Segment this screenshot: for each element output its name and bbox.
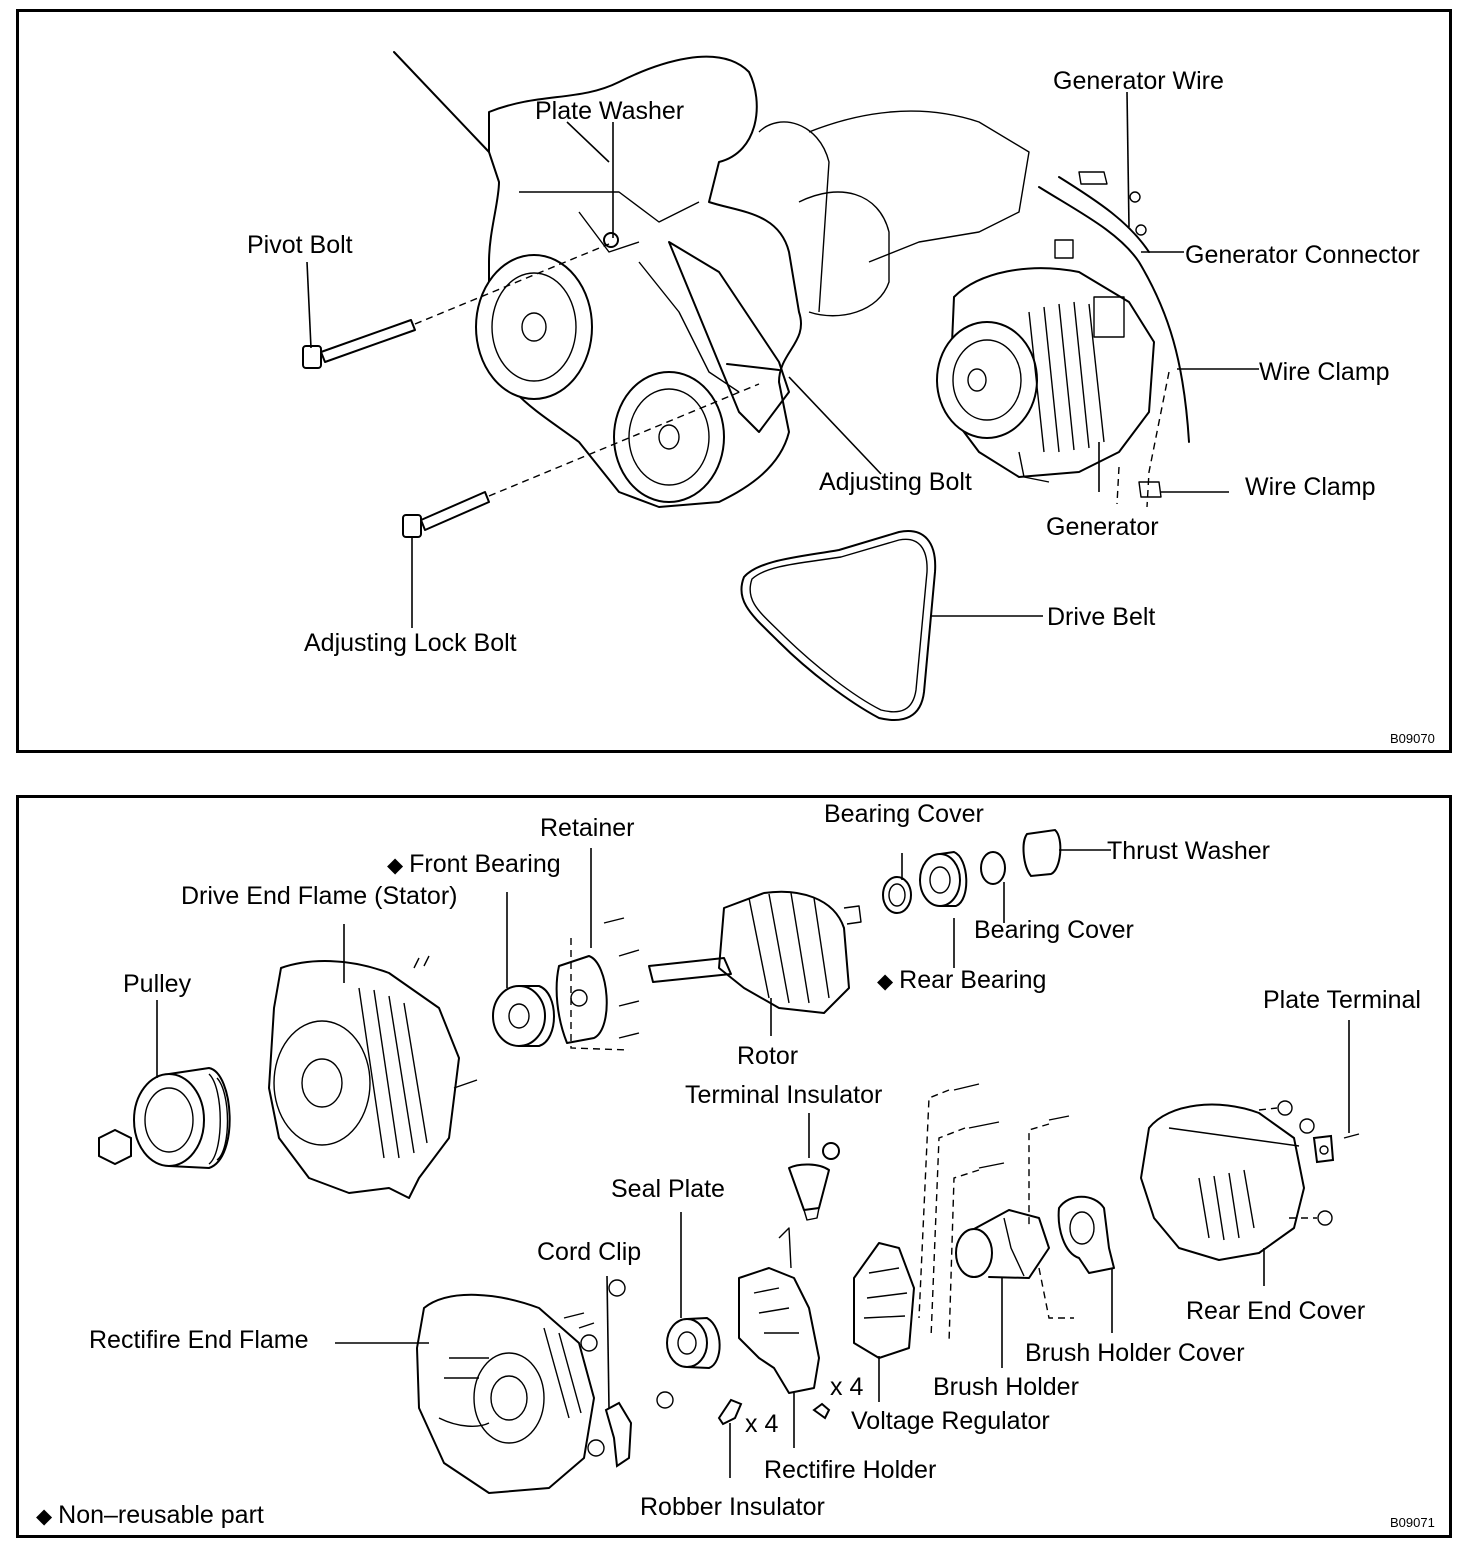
rotor-part [648, 890, 862, 1014]
label-x4-right: x 4 [830, 1373, 864, 1401]
label-terminal-insulator: Terminal Insulator [685, 1081, 883, 1109]
retainer-part [555, 917, 640, 1051]
front-bearing-part [492, 985, 555, 1047]
wire-clamp-lower-part [1138, 481, 1162, 498]
label-rear-bearing: ◆Rear Bearing [877, 966, 1046, 996]
small-nuts [580, 1279, 674, 1457]
plate-terminal-part [1258, 1100, 1360, 1226]
label-adjusting-lock-bolt: Adjusting Lock Bolt [304, 629, 517, 657]
drive-belt-part [740, 530, 937, 722]
plate-washer-part [603, 232, 619, 248]
figure-code-top: B09070 [1390, 731, 1435, 746]
generator-dashed-line [1116, 466, 1120, 505]
generator-part [936, 267, 1155, 483]
label-wire-clamp-upper: Wire Clamp [1259, 358, 1390, 386]
pulley-nut-part [98, 1128, 132, 1166]
label-rectifier-end-frame: Rectifire End Flame [89, 1326, 309, 1354]
legend-non-reusable-text: Non–reusable part [58, 1501, 264, 1529]
label-wire-clamp-lower: Wire Clamp [1245, 473, 1376, 501]
upper-pulley [475, 254, 593, 400]
label-plate-washer: Plate Washer [535, 97, 685, 125]
diamond-icon: ◆ [387, 854, 404, 877]
bearing-cover-right-part [980, 851, 1006, 885]
legend-non-reusable: ◆Non–reusable part [36, 1501, 264, 1531]
generator-exploded-drawing [98, 828, 1360, 1494]
label-pulley: Pulley [123, 970, 192, 998]
label-plate-terminal: Plate Terminal [1263, 986, 1421, 1014]
label-seal-plate: Seal Plate [611, 1175, 725, 1203]
engine-installation-drawing [302, 51, 1259, 722]
label-rubber-insulator: Robber Insulator [640, 1493, 825, 1521]
label-brush-holder: Brush Holder [933, 1373, 1079, 1401]
adjusting-lock-bolt-part [402, 383, 760, 538]
wire-clamp-dashed-line [1146, 371, 1170, 508]
rectifier-end-frame-part [416, 1293, 595, 1494]
figure-code-bottom: B09071 [1390, 1515, 1435, 1530]
label-adjusting-bolt: Adjusting Bolt [819, 468, 972, 496]
drive-end-frame-part [268, 955, 478, 1199]
brush-holder-cover-part [1057, 1195, 1115, 1274]
terminal-insulator-part [788, 1142, 840, 1221]
label-rear-end-cover: Rear End Cover [1186, 1297, 1366, 1325]
rectifier-holder-part [738, 1227, 820, 1394]
small-nut-part [812, 1402, 831, 1420]
label-pivot-bolt: Pivot Bolt [247, 231, 353, 259]
label-brush-holder-cover: Brush Holder Cover [1025, 1339, 1245, 1367]
label-front-bearing: ◆Front Bearing [387, 850, 561, 880]
generator-components-panel: Retainer Bearing Cover Thrust Washer ◆Fr… [16, 795, 1452, 1538]
pivot-bolt-part [302, 243, 610, 369]
label-x4-left: x 4 [745, 1410, 779, 1438]
label-bearing-cover-right: Bearing Cover [974, 916, 1134, 944]
label-front-bearing-text: Front Bearing [409, 850, 561, 878]
rear-end-cover-part [1140, 1103, 1305, 1261]
pulley-part [133, 1067, 231, 1169]
regulator-screws [918, 1083, 1074, 1344]
adjusting-bracket [668, 241, 790, 433]
label-retainer: Retainer [540, 814, 635, 842]
lower-pulley [613, 371, 725, 503]
label-rectifier-holder: Rectifire Holder [764, 1456, 937, 1484]
brush-holder-part [955, 1209, 1050, 1279]
label-generator-wire: Generator Wire [1053, 67, 1224, 95]
leader-lines-bottom [156, 848, 1350, 1478]
adjusting-bolt-part [726, 363, 780, 371]
label-voltage-regulator: Voltage Regulator [851, 1407, 1050, 1435]
label-rear-bearing-text: Rear Bearing [899, 966, 1047, 994]
rear-bearing-part [919, 851, 968, 907]
label-rotor: Rotor [737, 1042, 799, 1070]
generator-wire-harness [1038, 171, 1190, 443]
diamond-icon: ◆ [877, 970, 894, 993]
seal-plate-part [666, 1317, 721, 1369]
cord-clip-part [604, 1401, 633, 1468]
rubber-insulator-part [717, 1398, 743, 1426]
leader-lines [306, 91, 1259, 628]
label-bearing-cover-top: Bearing Cover [824, 800, 984, 828]
diamond-icon: ◆ [36, 1505, 53, 1528]
thrust-washer-part [1022, 828, 1062, 878]
label-generator: Generator [1046, 513, 1159, 541]
label-drive-end-frame: Drive End Flame (Stator) [181, 882, 458, 910]
label-drive-belt: Drive Belt [1047, 603, 1156, 631]
voltage-regulator-part [853, 1242, 915, 1359]
label-thrust-washer: Thrust Washer [1107, 837, 1271, 865]
label-cord-clip: Cord Clip [537, 1238, 642, 1266]
engine-installation-panel: Generator Wire Plate Washer Pivot Bolt G… [16, 9, 1452, 753]
bearing-cover-top-part [882, 876, 912, 914]
label-generator-connector: Generator Connector [1185, 241, 1420, 269]
